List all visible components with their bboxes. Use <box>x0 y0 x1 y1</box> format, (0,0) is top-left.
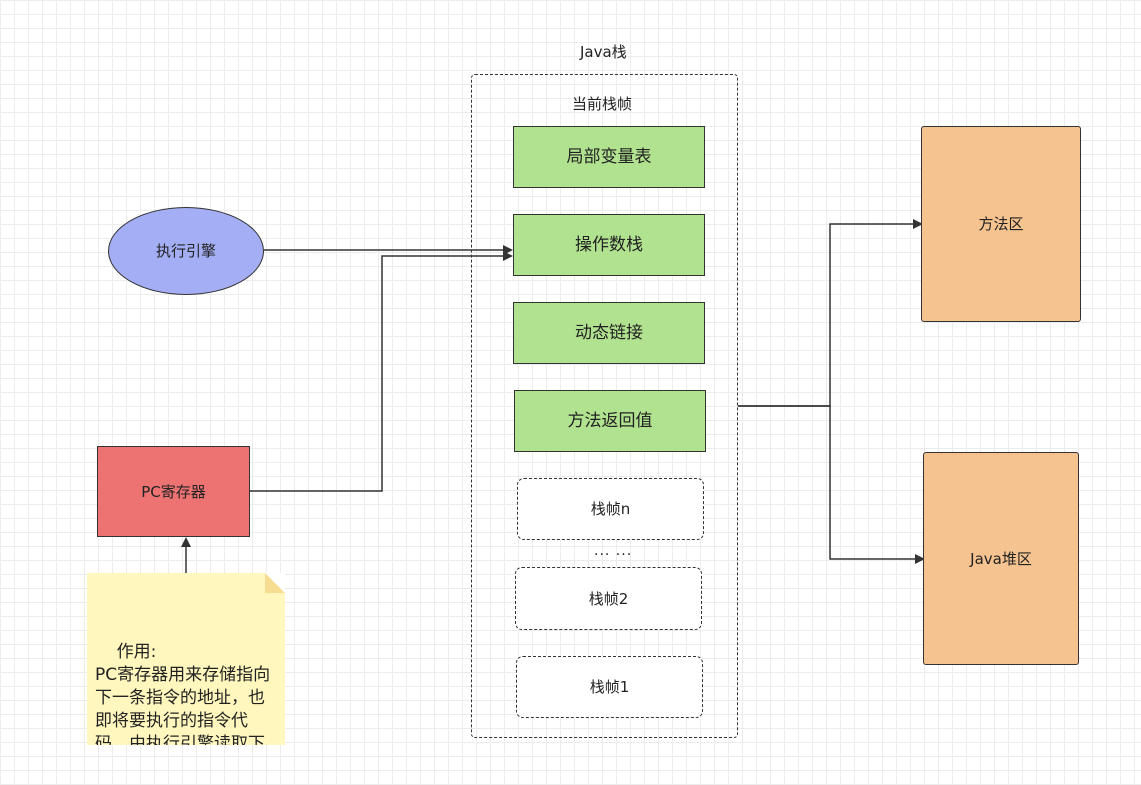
stack-frame-ellipsis: ... ... <box>594 543 633 559</box>
dynamic-linking: 动态链接 <box>513 302 705 364</box>
operand-stack: 操作数栈 <box>513 214 705 276</box>
local-variable-table: 局部变量表 <box>513 126 705 188</box>
stack-frame-n: 栈帧n <box>517 478 704 540</box>
java-heap: Java堆区 <box>923 452 1079 665</box>
note-folded-corner <box>265 573 285 593</box>
java-stack-container <box>471 74 738 738</box>
execution-engine: 执行引擎 <box>108 207 264 295</box>
java-stack-to-java-heap-arrow <box>738 405 925 564</box>
current-frame-label: 当前栈帧 <box>572 95 633 113</box>
java-stack-title: Java栈 <box>580 43 627 61</box>
stack-frame-2: 栈帧2 <box>515 567 702 630</box>
pc-register: PC寄存器 <box>97 446 250 537</box>
method-return-value: 方法返回值 <box>514 390 706 452</box>
stack-frame-1: 栈帧1 <box>516 656 703 718</box>
note-text: 作用: PC寄存器用来存储指向下一条指令的地址，也即将要执行的指令代码。由执行引… <box>95 642 271 745</box>
pc-register-note: 作用: PC寄存器用来存储指向下一条指令的地址，也即将要执行的指令代码。由执行引… <box>87 573 285 745</box>
java-stack-to-method-area-arrow <box>738 219 923 407</box>
method-area: 方法区 <box>921 126 1081 322</box>
